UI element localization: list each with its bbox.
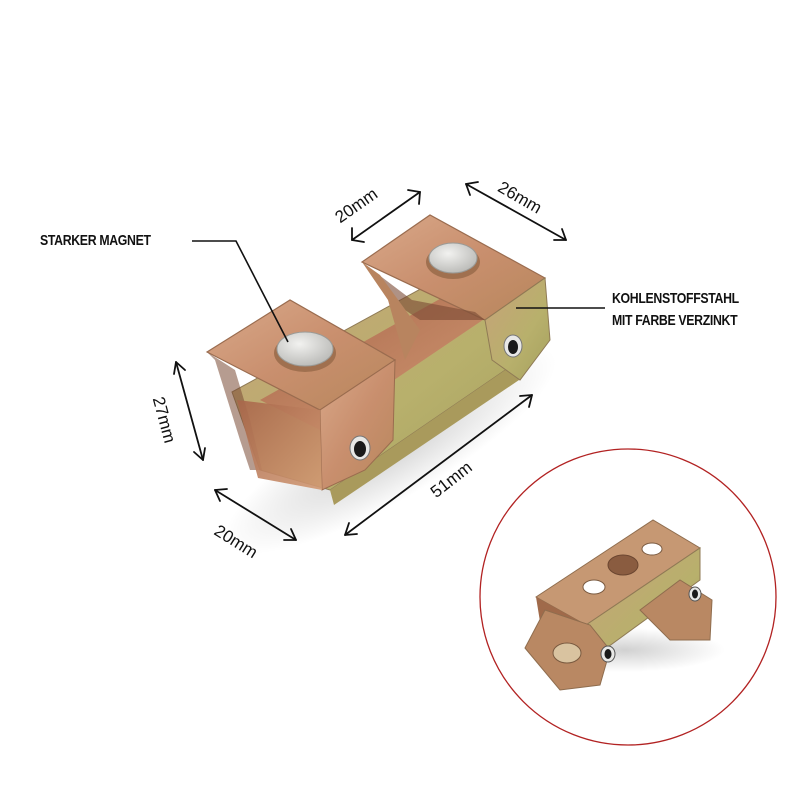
dimension-arrow-height [173,361,206,461]
dimension-arrow-base-width [214,488,297,541]
dimension-arrow-top-length [465,181,567,241]
magnet-label: STARKER MAGNET [40,232,151,249]
inset-product-image [479,448,777,746]
dimension-arrow-top-width [351,189,421,243]
magnet-leader-line [192,240,289,343]
material-label-line2: MIT FARBE VERZINKT [612,312,738,329]
dimension-arrow-total-length [344,394,533,536]
material-label-line1: KOHLENSTOFFSTAHL [612,290,739,307]
